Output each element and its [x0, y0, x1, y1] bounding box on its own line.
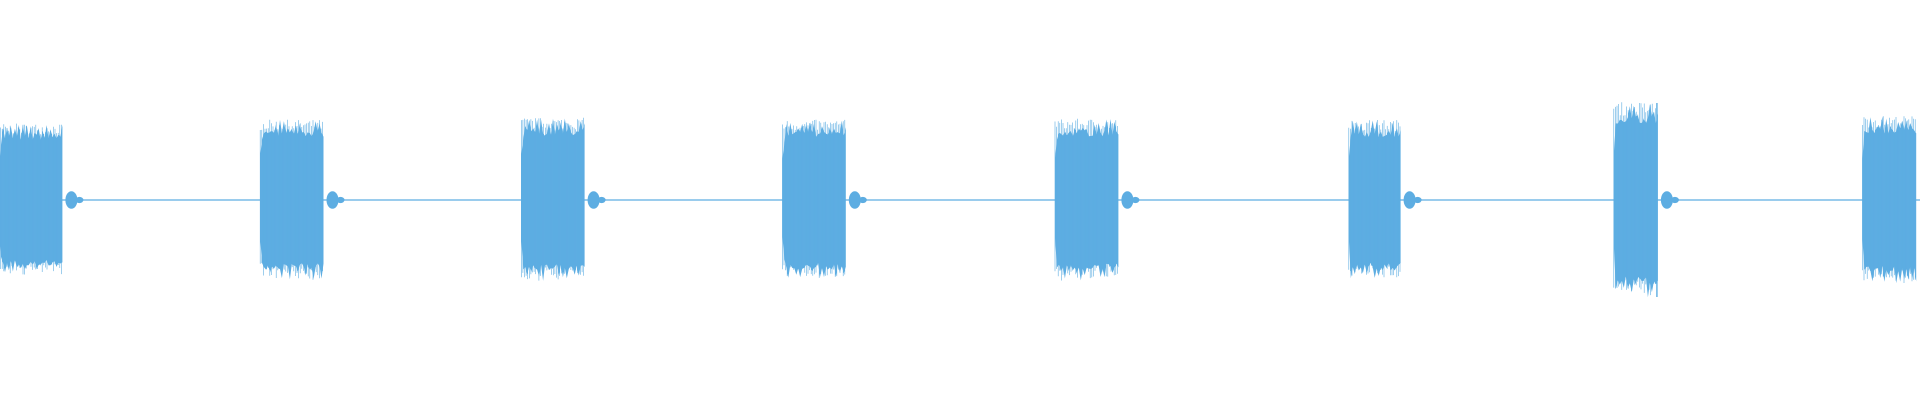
waveform-burst — [520, 117, 606, 281]
waveform-burst — [1054, 118, 1140, 281]
burst-echo — [65, 191, 78, 209]
waveform-burst — [0, 123, 84, 275]
burst-echo — [1403, 191, 1416, 209]
waveform-burst — [1348, 120, 1422, 279]
burst-echo-tail — [597, 196, 606, 204]
waveform-burst — [1613, 102, 1679, 298]
burst-echo-tail — [1131, 196, 1140, 204]
burst-echo — [587, 191, 600, 209]
burst-echo-tail — [336, 196, 345, 204]
burst-echo — [1121, 191, 1134, 209]
burst-echo-tail — [75, 196, 84, 204]
burst-echo-tail — [1413, 196, 1422, 204]
burst-echo — [326, 191, 339, 209]
waveform-burst — [259, 119, 345, 280]
waveform-burst — [1862, 116, 1917, 284]
burst-echo — [848, 191, 861, 209]
burst-echo-tail — [1670, 196, 1679, 204]
burst-echo — [1660, 191, 1673, 209]
waveform-burst — [782, 119, 867, 278]
burst-echo-tail — [858, 196, 867, 204]
